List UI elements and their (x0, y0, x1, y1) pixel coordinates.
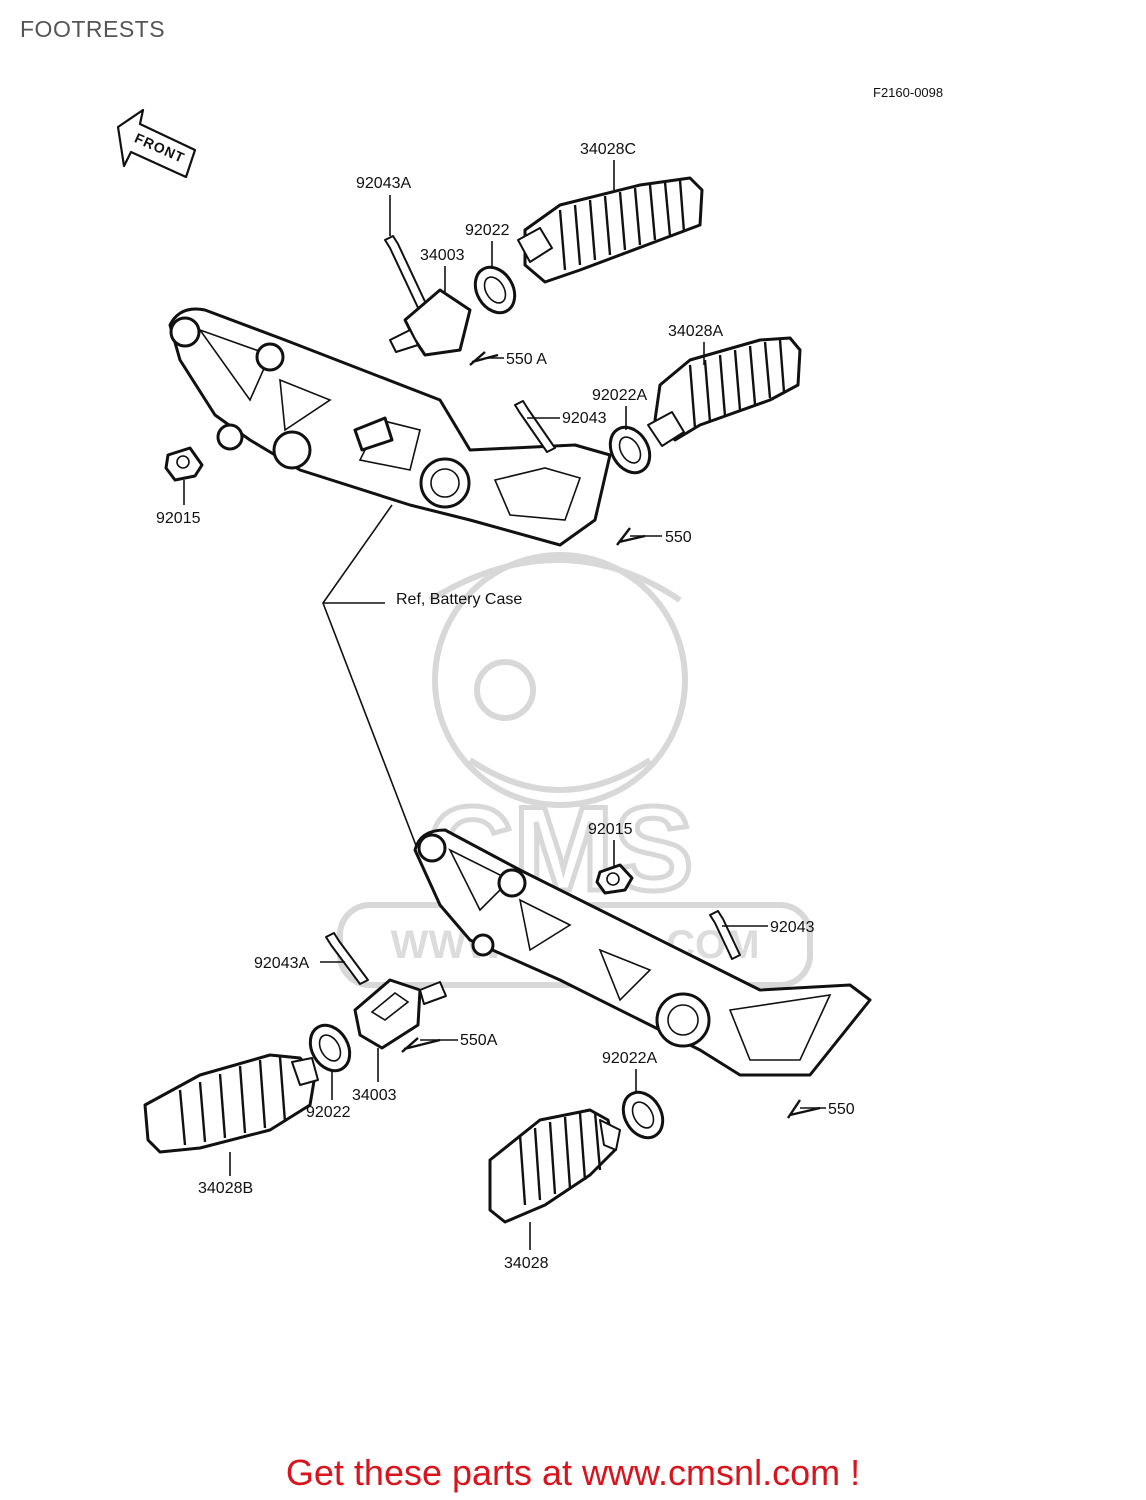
callout-550-bot: 550 (828, 1101, 855, 1118)
callout-92043-top: 92043 (562, 410, 607, 427)
lower-pin-92043A (325, 932, 369, 985)
lower-footpeg-34028 (488, 1108, 621, 1224)
lower-holder-34003 (353, 978, 447, 1050)
callout-92022A-top: 92022A (592, 387, 647, 404)
callout-34028: 34028 (504, 1255, 549, 1272)
lower-cotter-550A (401, 1037, 441, 1053)
callout-34028B: 34028B (198, 1180, 253, 1197)
upper-holder-34003 (389, 288, 472, 357)
callout-550A-bot: 550A (460, 1032, 498, 1049)
lower-pin-92043 (709, 910, 741, 960)
upper-washer-92022 (473, 265, 517, 315)
ref-battery-case-lines (322, 504, 431, 883)
callout-92043A-bot: 92043A (254, 955, 309, 972)
page-title: FOOTRESTS (20, 16, 166, 42)
callout-34003-top: 34003 (420, 247, 465, 264)
upper-footpeg-34028A (647, 336, 802, 447)
callout-34028C: 34028C (580, 141, 636, 158)
lower-washer-92022 (308, 1023, 352, 1073)
upper-nut-92015 (164, 446, 204, 482)
callout-92022-top: 92022 (465, 222, 510, 239)
callout-34028A: 34028A (668, 323, 723, 340)
front-arrow-icon: FRONT (116, 108, 197, 179)
callout-ref-battery-case: Ref, Battery Case (396, 591, 522, 608)
upper-pin-92043 (514, 400, 556, 453)
callout-92015-top: 92015 (156, 510, 201, 527)
upper-cotter-550 (616, 527, 646, 546)
callout-92043A-top: 92043A (356, 175, 411, 192)
callout-550-top: 550 (665, 529, 692, 546)
callout-550A-top: 550 A (506, 351, 547, 368)
figure-code: F2160-0098 (873, 85, 943, 100)
lower-washer-92022A (621, 1090, 665, 1140)
upper-washer-92022A (608, 425, 652, 475)
callout-92022-bot: 92022 (306, 1104, 351, 1121)
lower-cotter-550 (787, 1099, 821, 1119)
upper-footrest-bracket (168, 307, 612, 547)
upper-footpeg-34028C (517, 176, 704, 284)
lower-nut-92015 (595, 863, 634, 895)
callout-34003-bot: 34003 (352, 1087, 397, 1104)
callouts: 34028C 92043A 92022 34003 34028A 550 A 9… (156, 141, 855, 1272)
upper-cotter-550A (469, 351, 499, 366)
callout-92022A-bot: 92022A (602, 1050, 657, 1067)
callout-92015-bot: 92015 (588, 821, 633, 838)
callout-92043-bot: 92043 (770, 919, 815, 936)
footer-promo-text: Get these parts at www.cmsnl.com ! (285, 1452, 861, 1493)
lower-footpeg-34028B (143, 1053, 319, 1154)
lower-footrest-bracket (413, 828, 872, 1077)
